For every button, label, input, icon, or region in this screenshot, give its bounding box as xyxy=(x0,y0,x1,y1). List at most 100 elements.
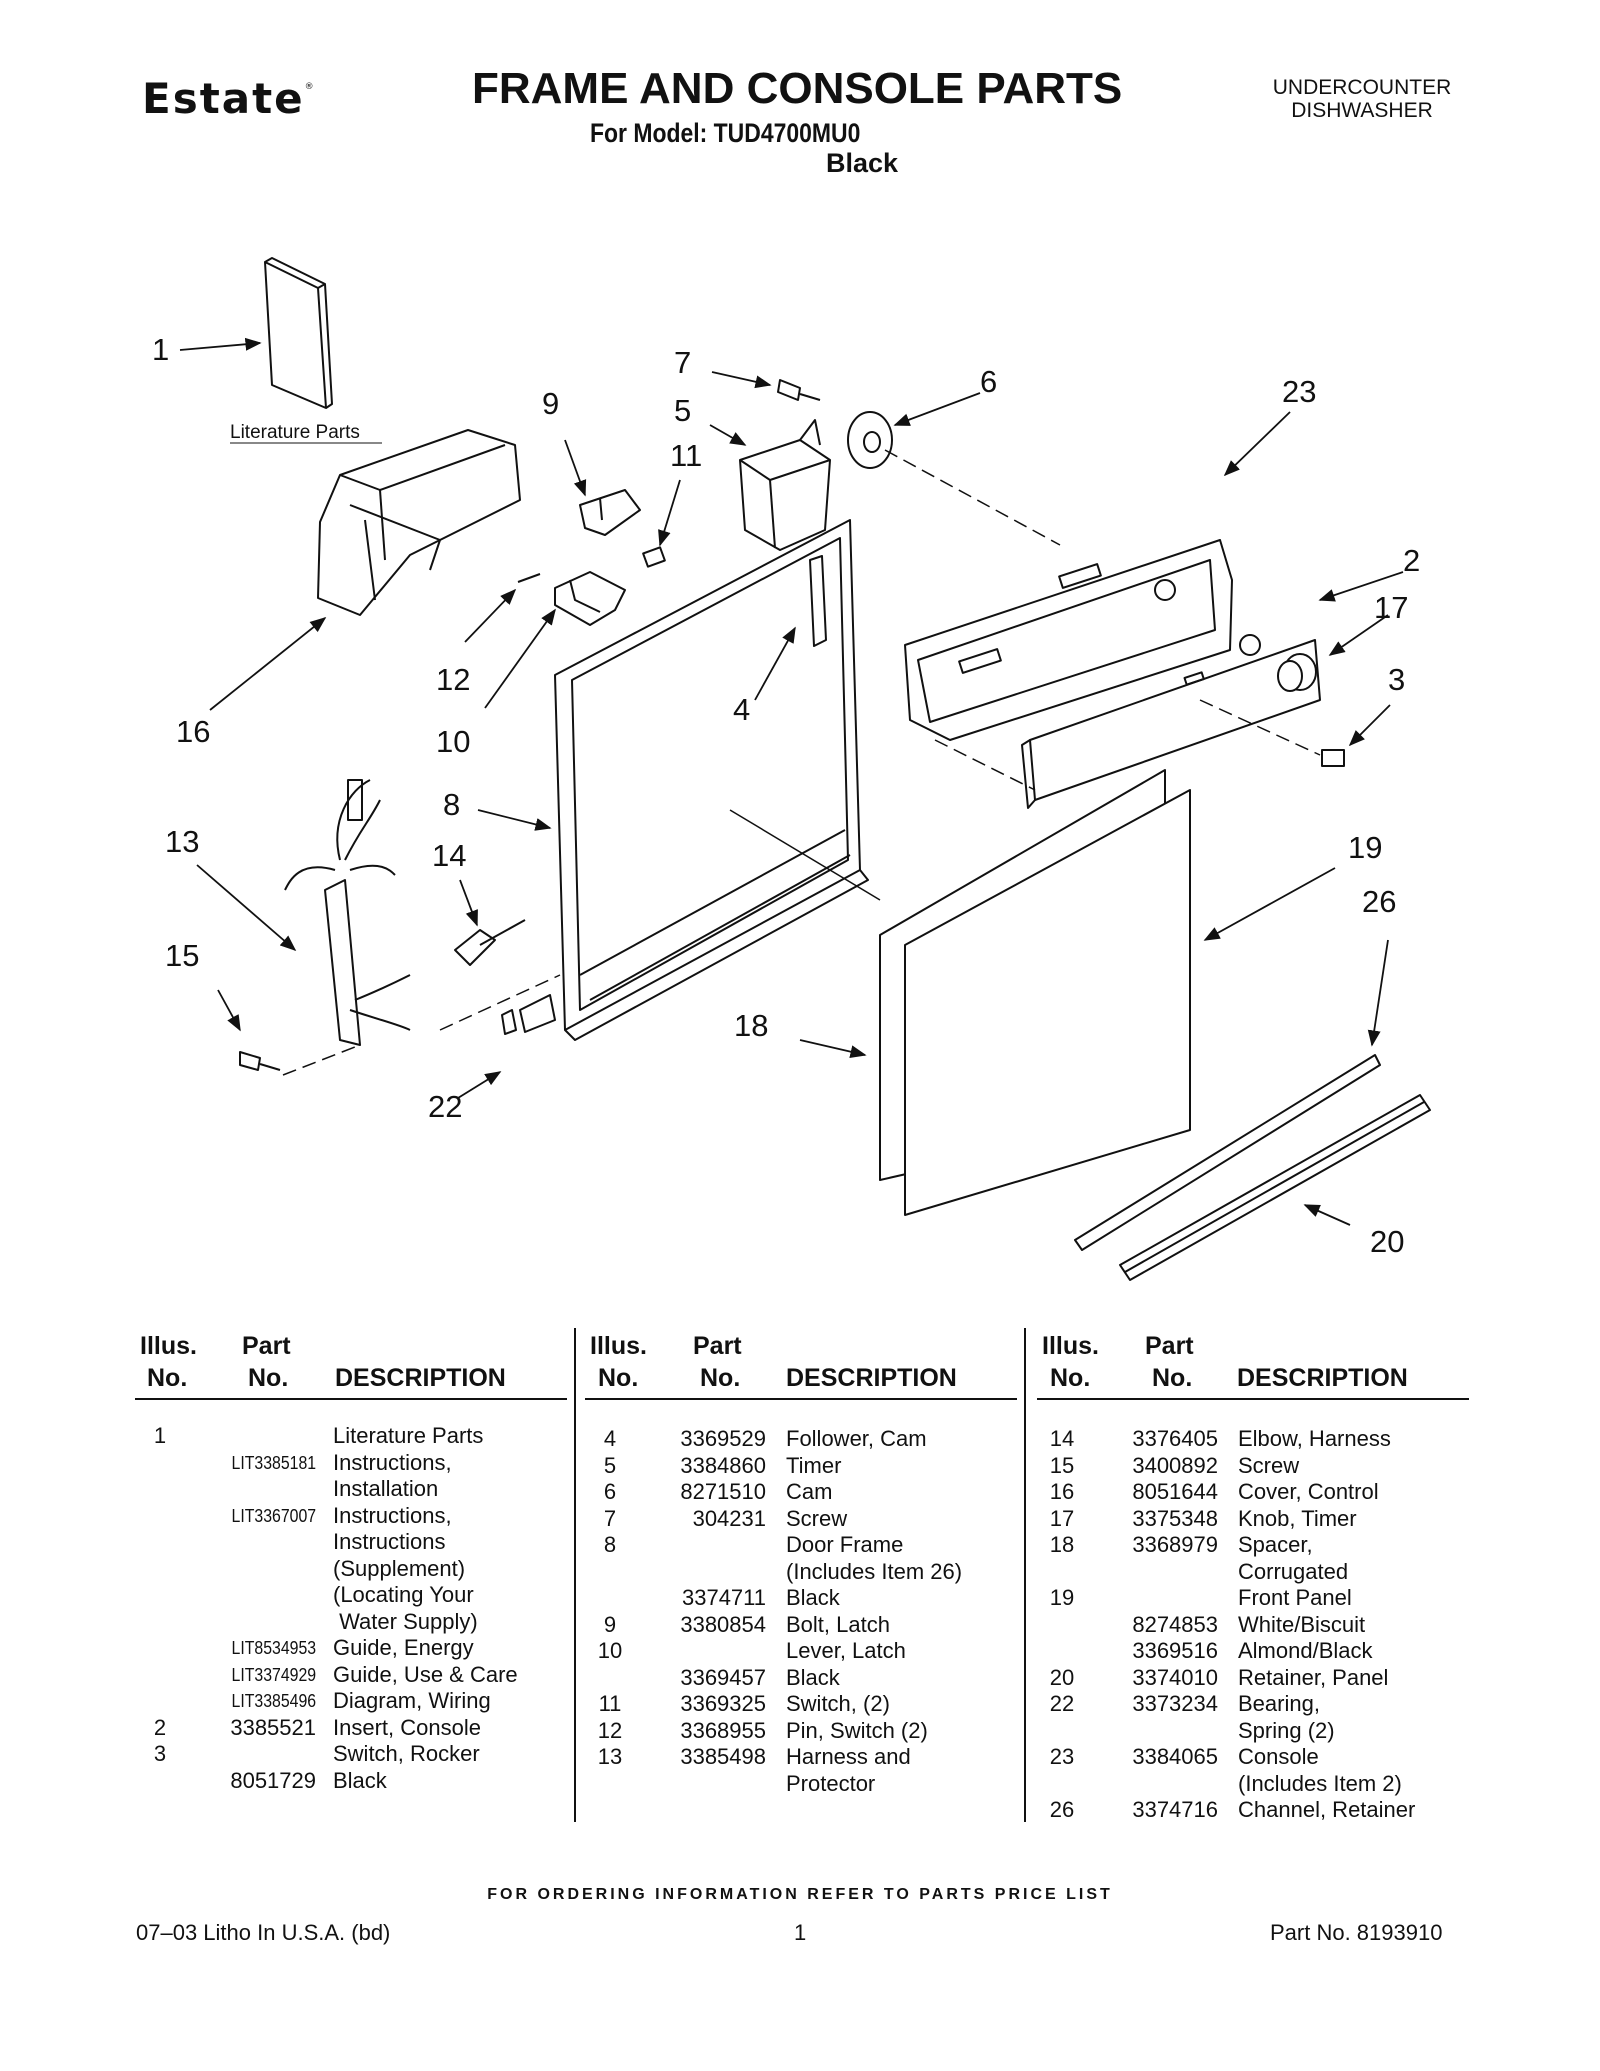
part-description: Instructions, xyxy=(333,1502,452,1528)
part-number: 3400892 xyxy=(1132,1452,1218,1478)
table-row: Instructions xyxy=(148,1529,568,1556)
header-rule-1 xyxy=(135,1398,567,1400)
header-part-bottom-1: No. xyxy=(248,1364,289,1392)
column-divider-2 xyxy=(1024,1328,1026,1822)
screw-15 xyxy=(239,1051,281,1071)
part-description: Bearing, xyxy=(1238,1691,1320,1716)
part-description: Corrugated xyxy=(1238,1558,1349,1584)
header-part-bottom-2: No. xyxy=(700,1364,741,1392)
literature-booklet xyxy=(264,257,333,409)
part-number: LIT3367007 xyxy=(231,1505,316,1526)
part-description: Instructions xyxy=(333,1529,446,1554)
part-description: Black xyxy=(333,1767,387,1793)
part-number: 3369325 xyxy=(680,1691,766,1716)
part-description: Door Frame xyxy=(786,1532,904,1557)
part-description: Elbow, Harness xyxy=(1238,1426,1391,1451)
callout-13: 13 xyxy=(165,824,199,859)
illus-number: 4 xyxy=(603,1426,617,1451)
part-number: 3369457 xyxy=(680,1664,766,1690)
model-line: For Model: TUD4700MU0 xyxy=(590,118,861,148)
table-row: 10 Lever, Latch xyxy=(598,1638,1018,1665)
illus-number: 13 xyxy=(597,1744,623,1769)
part-number: 3374711 xyxy=(681,1585,766,1610)
part-number: LIT3374929 xyxy=(231,1664,316,1685)
illus-number: 15 xyxy=(1049,1452,1075,1478)
part-description: Cover, Control xyxy=(1238,1479,1379,1504)
callout-4: 4 xyxy=(733,692,750,727)
callout-16: 16 xyxy=(176,714,210,749)
part-number: 8274853 xyxy=(1132,1611,1218,1637)
latch-bolt xyxy=(579,489,641,536)
header-part-top-3: Part xyxy=(1145,1332,1194,1360)
table-row: (Includes Item 2) xyxy=(1050,1771,1470,1798)
part-description: Lever, Latch xyxy=(786,1638,906,1663)
timer-knob xyxy=(1277,653,1317,692)
callout-17: 17 xyxy=(1374,590,1408,625)
illus-number: 18 xyxy=(1049,1532,1075,1557)
table-row: (Includes Item 26) xyxy=(598,1559,1018,1586)
part-description: White/Biscuit xyxy=(1238,1611,1366,1637)
part-number: 3385498 xyxy=(680,1744,766,1769)
part-number: 3380854 xyxy=(680,1611,766,1637)
front-panel xyxy=(904,789,1191,1216)
document-part-number: Part No. 8193910 xyxy=(1270,1920,1443,1945)
table-row: 8274853 White/Biscuit xyxy=(1050,1612,1470,1639)
table-row: Spring (2) xyxy=(1050,1718,1470,1745)
brand-name: Estate xyxy=(142,74,305,123)
part-description: Follower, Cam xyxy=(786,1426,927,1451)
part-number: 3384065 xyxy=(1132,1744,1218,1769)
table-row: LIT3374929 Guide, Use & Care xyxy=(148,1662,568,1689)
callout-8: 8 xyxy=(443,787,460,822)
literature-parts-label: Literature Parts xyxy=(230,422,360,443)
illus-number: 5 xyxy=(603,1452,617,1478)
callout-6: 6 xyxy=(980,364,997,399)
column-divider-1 xyxy=(574,1328,576,1822)
part-description: Guide, Use & Care xyxy=(333,1661,518,1687)
callout-26: 26 xyxy=(1362,884,1396,919)
part-description: Retainer, Panel xyxy=(1238,1664,1389,1690)
illus-number: 20 xyxy=(1049,1664,1075,1690)
part-description: Screw xyxy=(786,1505,848,1531)
illus-number: 14 xyxy=(1049,1426,1075,1451)
part-description: Instructions, xyxy=(333,1449,452,1475)
part-number: 3369529 xyxy=(680,1426,766,1451)
control-cover xyxy=(317,429,521,616)
table-row: (Locating Your xyxy=(148,1582,568,1609)
callout-10: 10 xyxy=(436,724,470,759)
part-number: LIT8534953 xyxy=(231,1638,316,1658)
brand-logo: Estate® xyxy=(142,74,316,123)
part-description: (Supplement) xyxy=(333,1555,466,1581)
harness xyxy=(284,779,411,1046)
part-description: Pin, Switch (2) xyxy=(786,1717,928,1743)
part-number: 3374716 xyxy=(1132,1797,1218,1822)
part-description: Switch, Rocker xyxy=(333,1741,480,1766)
callout-14: 14 xyxy=(432,838,466,873)
callout-9: 9 xyxy=(542,386,559,421)
callout-7: 7 xyxy=(674,345,691,380)
part-description: Console xyxy=(1238,1744,1319,1769)
part-number: LIT3385496 xyxy=(231,1691,316,1711)
illus-number: 8 xyxy=(603,1532,617,1557)
spring-bearing xyxy=(501,1009,517,1035)
callout-18: 18 xyxy=(734,1008,768,1043)
illus-number: 10 xyxy=(597,1638,623,1663)
part-description: Diagram, Wiring xyxy=(333,1688,491,1713)
header-part-top-2: Part xyxy=(693,1332,742,1360)
harness-elbow xyxy=(454,919,526,966)
